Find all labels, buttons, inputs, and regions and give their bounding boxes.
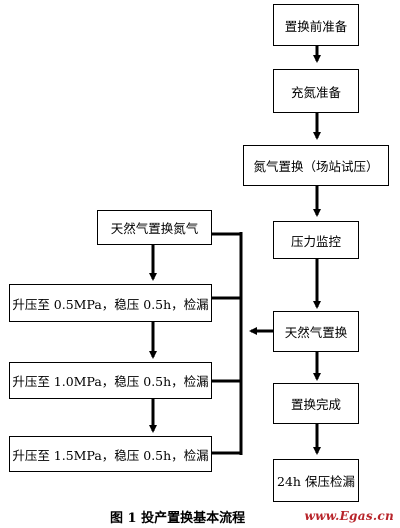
watermark: www.Egas.cn: [304, 509, 394, 523]
step-nitrogen-replace-box: 氮气置换（场站试压）: [243, 145, 389, 186]
step-pressure-monitor-box: 压力监控: [273, 221, 359, 259]
step-complete-box: 置换完成: [273, 383, 359, 424]
step-pressure-05-box: 升压至 0.5MPa，稳压 0.5h，检漏: [9, 284, 212, 322]
step-gas-replace-nitrogen-box: 天然气置换氮气: [97, 210, 212, 245]
step-prepare-box: 置换前准备: [273, 4, 359, 46]
step-pressure-10-box: 升压至 1.0MPa，稳压 0.5h，检漏: [9, 362, 212, 399]
step-nitrogen-prep-box: 充氮准备: [273, 69, 359, 113]
step-gas-replace-box: 天然气置换: [273, 311, 359, 352]
step-24h-leak-check-box: 24h 保压检漏: [273, 459, 359, 502]
figure-caption: 图 1 投产置换基本流程: [110, 511, 246, 526]
step-pressure-15-box: 升压至 1.5MPa，稳压 0.5h，检漏: [9, 436, 212, 472]
